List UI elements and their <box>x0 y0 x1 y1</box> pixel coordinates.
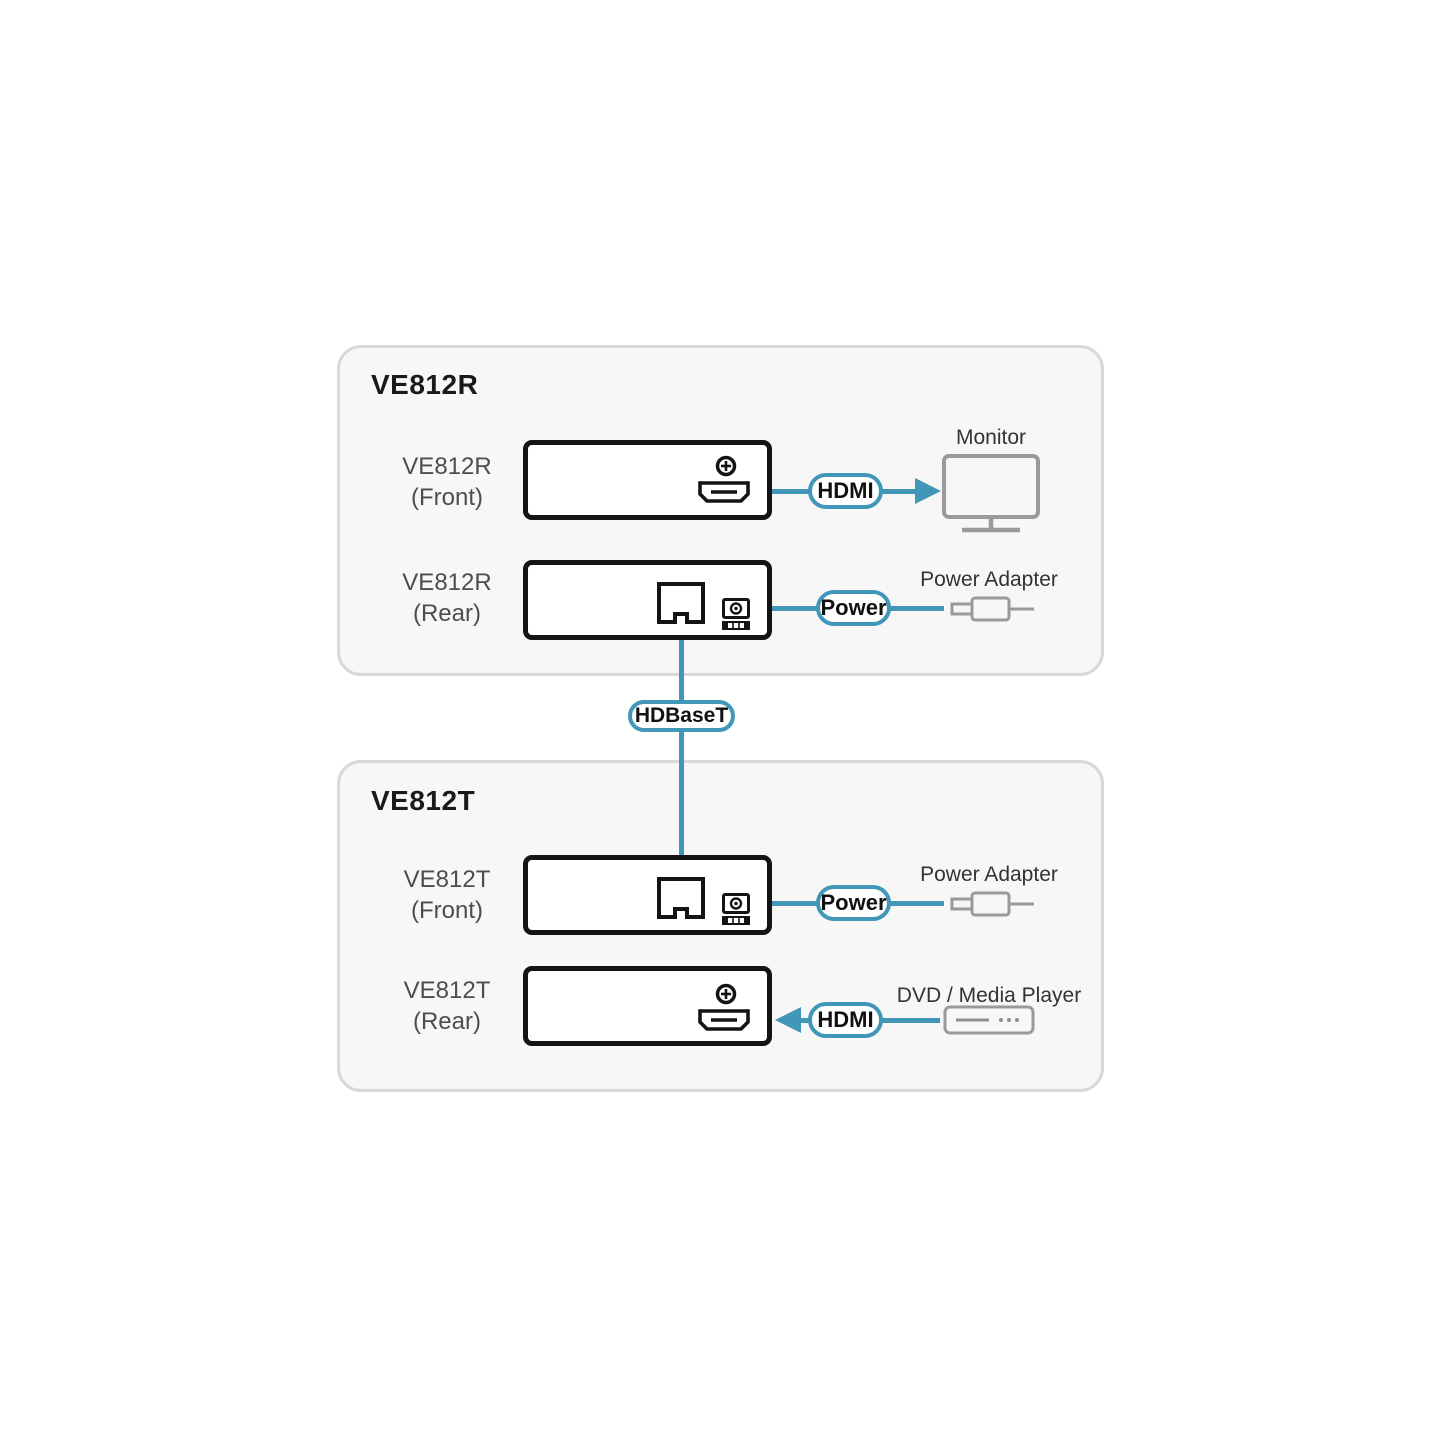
label-ve812r-rear: VE812R (Rear) <box>367 567 527 629</box>
power-adapter-label-t: Power Adapter <box>920 863 1058 886</box>
label-line2: (Front) <box>411 897 483 924</box>
dc-power-jack-icon <box>722 893 750 914</box>
power-adapter-icon-r <box>950 596 1034 622</box>
power-adapter-label-r: Power Adapter <box>920 568 1058 591</box>
arrow-to-ve812t-icon <box>775 1007 801 1033</box>
label-ve812t-rear: VE812T (Rear) <box>367 975 527 1037</box>
label-line2: (Rear) <box>412 600 481 627</box>
power-pill-t: Power <box>816 885 891 921</box>
label-line2: (Rear) <box>412 1008 481 1035</box>
monitor-label: Monitor <box>955 426 1027 449</box>
arrow-to-monitor-icon <box>915 478 941 504</box>
power-adapter-icon-t <box>950 891 1034 917</box>
label-line1: VE812R <box>402 453 492 480</box>
hdbaset-pill: HDBaseT <box>628 700 735 732</box>
dvd-media-player-icon <box>943 1005 1035 1035</box>
hdmi-port-icon <box>698 481 750 503</box>
label-line2: (Front) <box>411 484 483 511</box>
panel-ve812r-title: VE812R <box>371 369 479 400</box>
device-ve812t-rear <box>523 966 772 1046</box>
device-ve812r-front <box>523 440 772 520</box>
dc-power-jack-icon <box>722 598 750 619</box>
screw-icon <box>715 455 737 477</box>
hdmi-port-icon <box>698 1009 750 1031</box>
panel-ve812t-title: VE812T <box>371 785 476 816</box>
power-pill-r: Power <box>816 590 891 626</box>
label-ve812t-front: VE812T (Front) <box>367 864 527 926</box>
rj45-port-icon <box>657 877 705 919</box>
label-line1: VE812T <box>403 977 491 1004</box>
hdmi-pill-r: HDMI <box>808 473 883 509</box>
device-ve812t-front <box>523 855 772 935</box>
port-vent-icon <box>722 916 750 925</box>
dvd-media-player-label: DVD / Media Player <box>896 984 1082 1007</box>
label-line1: VE812T <box>403 866 491 893</box>
monitor-icon <box>942 454 1040 533</box>
hdbaset-cable-line <box>679 621 684 876</box>
screw-icon <box>715 983 737 1005</box>
device-ve812r-rear <box>523 560 772 640</box>
hdmi-pill-t: HDMI <box>808 1002 883 1038</box>
port-vent-icon <box>722 621 750 630</box>
label-ve812r-front: VE812R (Front) <box>367 451 527 513</box>
label-line1: VE812R <box>402 569 492 596</box>
rj45-port-icon <box>657 582 705 624</box>
